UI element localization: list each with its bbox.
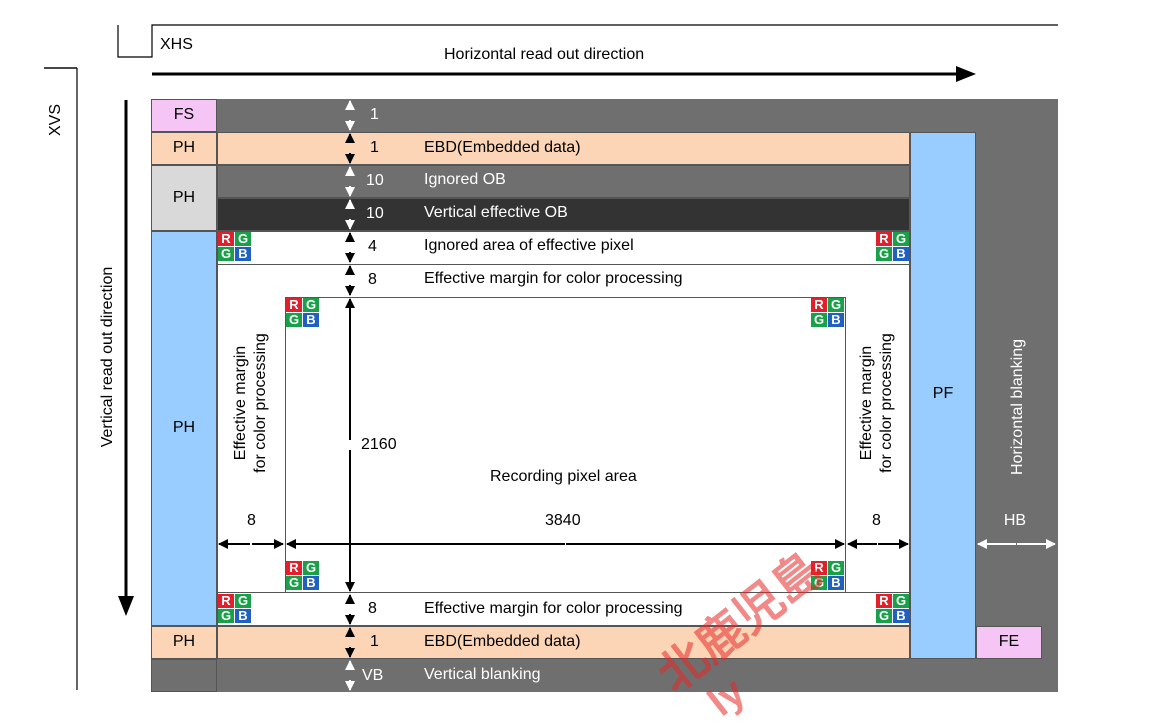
- pf-column: [910, 132, 976, 659]
- ignored-area-count: 4: [368, 238, 377, 255]
- vertical-effective-ob-row: [217, 198, 910, 231]
- margin-bottom-count: 8: [368, 600, 377, 617]
- ph-label-ob: PH: [172, 189, 196, 206]
- hb-label: HB: [1003, 512, 1027, 529]
- margin-right-count: 8: [872, 512, 881, 529]
- fs-label: FS: [173, 106, 195, 123]
- side-margin-left-line1: Effective margin: [232, 345, 249, 461]
- margin-left-count: 8: [247, 512, 256, 529]
- ph-label-ebd-bottom: PH: [172, 633, 196, 650]
- ph-label-effective: PH: [172, 419, 196, 436]
- fe-label: FE: [998, 633, 1020, 650]
- recording-width: 3840: [545, 512, 581, 529]
- ebd-top-row: [217, 132, 910, 165]
- ph-label-ebd-top: PH: [172, 139, 196, 156]
- horizontal-direction-label: Horizontal read out direction: [444, 46, 645, 63]
- side-margin-right-line1: Effective margin: [858, 345, 875, 461]
- vertical-ob-label: Vertical effective OB: [424, 204, 568, 221]
- ph-cell-ebd-top: [151, 132, 217, 165]
- side-margin-right-line2: for color processing: [878, 333, 895, 473]
- recording-label: Recording pixel area: [490, 468, 637, 485]
- ph-cell-ebd-bottom: [151, 626, 217, 659]
- fs-cell: [151, 99, 217, 132]
- margin-top-label: Effective margin for color processing: [424, 270, 683, 287]
- ph-cell-ob: [151, 165, 217, 231]
- vb-left-cell: [151, 659, 217, 692]
- ebd-bottom-label: EBD(Embedded data): [424, 633, 581, 650]
- timing-lines: [44, 24, 1058, 690]
- ebd-bottom-row: [217, 626, 910, 659]
- dimension-arrows: [218, 100, 1056, 691]
- ebd-bottom-count: 1: [370, 633, 379, 650]
- ph-cell-effective: [151, 231, 217, 626]
- vb-label: Vertical blanking: [424, 666, 541, 683]
- ignored-ob-row: [217, 165, 910, 198]
- vb-count: VB: [362, 667, 384, 684]
- ignored-area-label: Ignored area of effective pixel: [424, 237, 634, 254]
- side-margin-left-line2: for color processing: [252, 333, 269, 473]
- side-margin-right-label: Effective margin for color processing: [857, 333, 897, 473]
- ebd-top-count: 1: [370, 139, 379, 156]
- margin-bottom-label: Effective margin for color processing: [424, 600, 683, 617]
- vertical-ob-count: 10: [366, 205, 384, 222]
- xhs-label: XHS: [160, 36, 193, 53]
- fs-count: 1: [370, 106, 379, 123]
- recording-height: 2160: [361, 436, 397, 453]
- ignored-ob-label: Ignored OB: [424, 171, 506, 188]
- ebd-top-label: EBD(Embedded data): [424, 139, 581, 156]
- side-margin-left-label: Effective margin for color processing: [231, 333, 271, 473]
- ignored-ob-count: 10: [366, 172, 384, 189]
- ignored-area-divider: [217, 264, 910, 265]
- margin-top-count: 8: [368, 271, 377, 288]
- fe-cell: [976, 626, 1042, 659]
- pf-label: PF: [932, 385, 954, 402]
